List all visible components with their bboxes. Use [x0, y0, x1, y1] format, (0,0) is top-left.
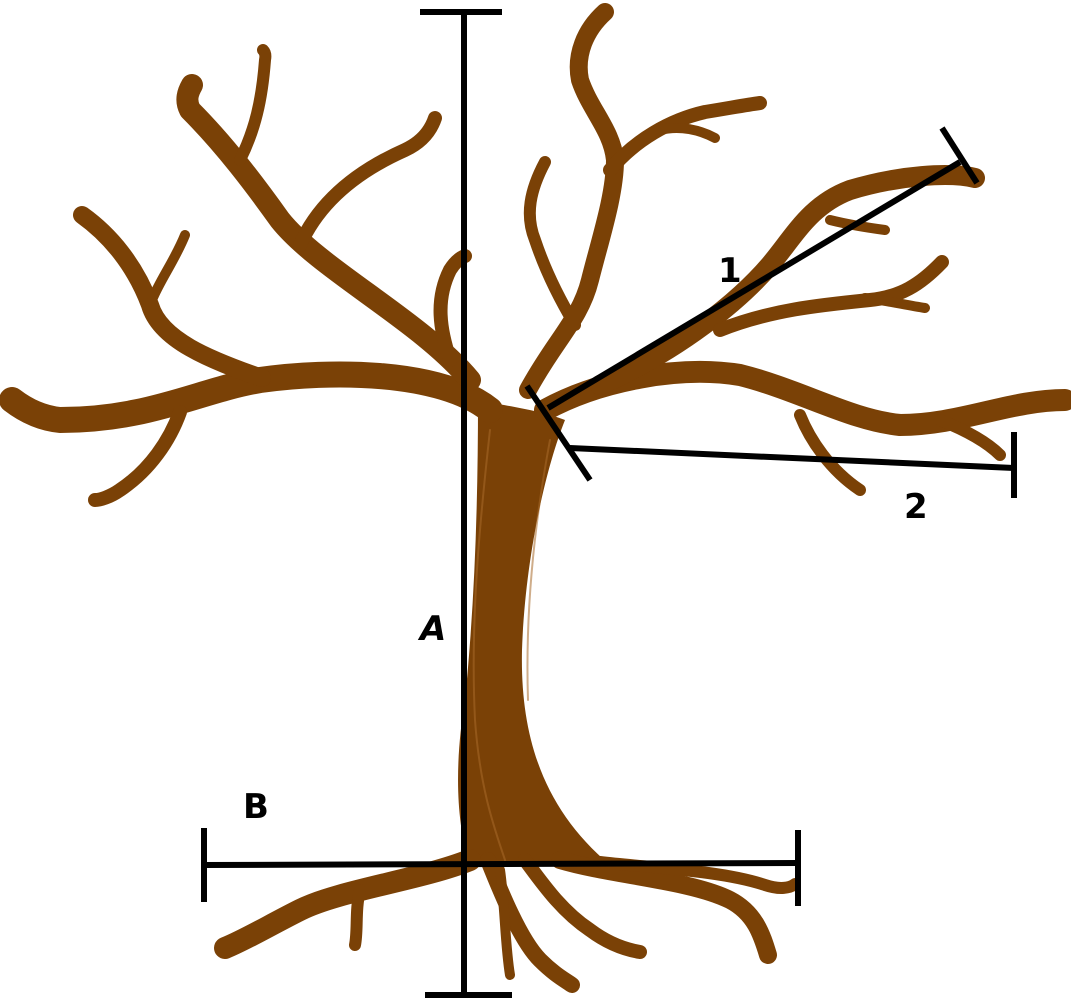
label-1: 1	[718, 251, 742, 291]
branch-line-2	[569, 445, 1015, 471]
tree-trunk	[458, 400, 610, 865]
left-branches	[0, 44, 503, 507]
branch-line-1	[546, 159, 962, 411]
right-branches	[534, 165, 1071, 496]
branch-line-1-start-cap	[524, 384, 593, 482]
upper-branches	[519, 3, 767, 399]
label-a: A	[417, 609, 446, 649]
measurement-labels: A B 1 2	[243, 251, 928, 827]
label-b: B	[243, 787, 269, 827]
label-2: 2	[904, 487, 928, 527]
branch-line-1-end-cap	[939, 126, 980, 185]
spread-line-b	[203, 860, 799, 868]
tree-roots	[214, 849, 801, 993]
tree-illustration	[0, 3, 1071, 993]
measurement-lines	[201, 9, 1017, 998]
